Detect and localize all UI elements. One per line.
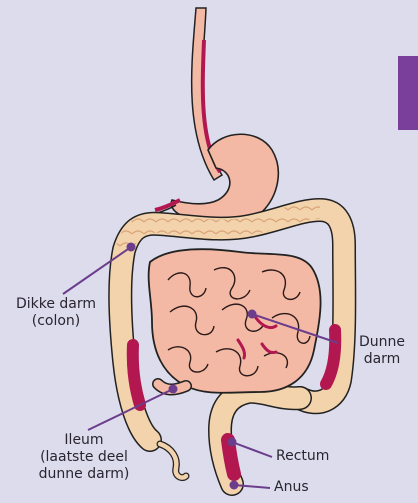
leader-line-rectum bbox=[232, 442, 272, 457]
marker-dot-ileum bbox=[169, 385, 178, 394]
label-ileum-line2: (laatste deel bbox=[30, 449, 138, 466]
label-colon: Dikke darm (colon) bbox=[4, 296, 108, 330]
accent-bar bbox=[398, 56, 418, 130]
marker-dot-anus bbox=[230, 481, 239, 490]
marker-dot-colon bbox=[127, 243, 136, 252]
label-anus: Anus bbox=[274, 479, 309, 496]
label-small-intestine-line1: Dunne bbox=[350, 334, 414, 351]
label-small-intestine: Dunne darm bbox=[350, 334, 414, 368]
label-colon-line2: (colon) bbox=[4, 313, 108, 330]
small-intestine bbox=[149, 249, 321, 393]
marker-dot-small-intestine bbox=[248, 310, 257, 319]
label-ileum-line3: dunne darm) bbox=[30, 466, 138, 483]
label-rectum: Rectum bbox=[276, 448, 329, 465]
marker-dot-rectum bbox=[228, 438, 237, 447]
label-ileum-line1: Ileum bbox=[30, 432, 138, 449]
label-ileum: Ileum (laatste deel dunne darm) bbox=[30, 432, 138, 483]
label-small-intestine-line2: darm bbox=[350, 351, 414, 368]
label-colon-line1: Dikke darm bbox=[4, 296, 108, 313]
